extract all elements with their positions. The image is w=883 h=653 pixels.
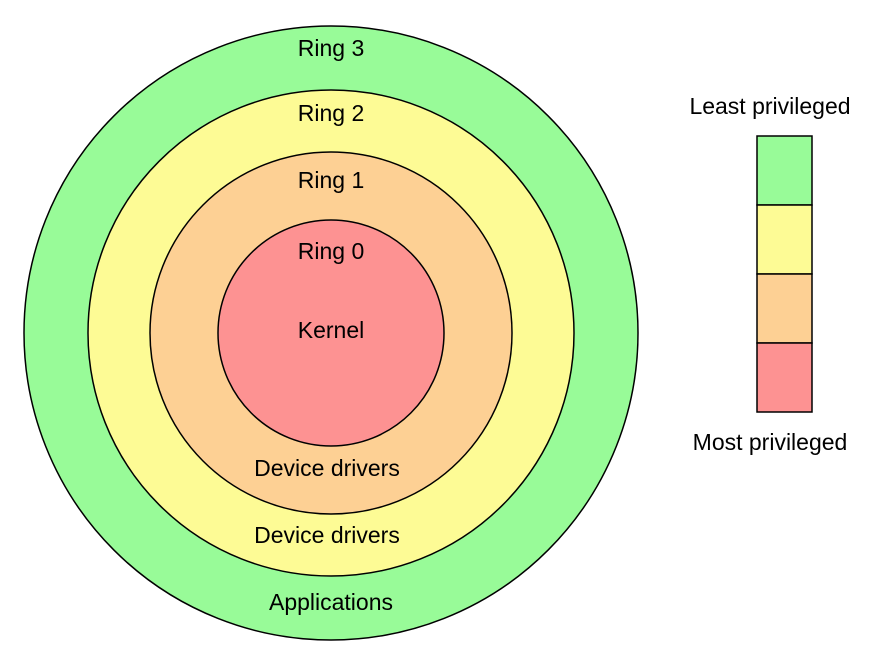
legend-top-label: Least privileged — [689, 93, 850, 119]
legend-swatch-2 — [756, 204, 813, 275]
kernel-label: Kernel — [298, 317, 364, 343]
ring-3-label: Ring 3 — [298, 35, 364, 61]
ring-2-label: Ring 2 — [298, 100, 364, 126]
legend-bottom-label: Most privileged — [693, 429, 848, 455]
legend-swatch-3 — [756, 273, 813, 344]
applications-label: Applications — [269, 589, 393, 615]
ring-1-role-label: Device drivers — [254, 455, 400, 481]
ring-2-role-label: Device drivers — [254, 522, 400, 548]
ring-0-circle — [217, 219, 445, 447]
ring-0-label: Ring 0 — [298, 238, 364, 264]
legend-swatch-least — [756, 135, 813, 206]
ring-1-label: Ring 1 — [298, 167, 364, 193]
legend-bar — [756, 135, 813, 413]
legend-swatch-most — [756, 342, 813, 413]
